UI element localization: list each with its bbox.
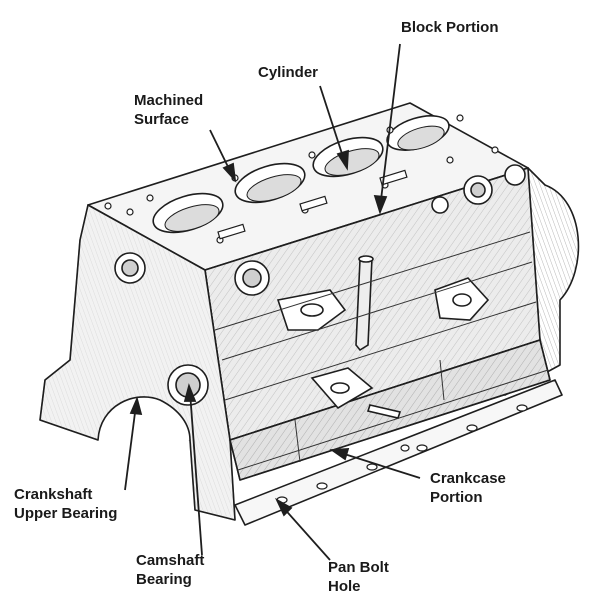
- crankshaft-bearing-saddle: [97, 396, 191, 441]
- leader-cylinder: [319, 85, 346, 164]
- leader-camshaft-bearing: [189, 391, 203, 556]
- label-camshaft-bearing: Camshaft Bearing: [136, 552, 205, 588]
- leader-lines: [124, 43, 421, 561]
- label-block-portion: Block Portion: [401, 19, 499, 36]
- label-cylinder: Cylinder: [258, 64, 319, 81]
- leader-block-portion: [379, 43, 401, 209]
- label-crankshaft-upper-bearing: Crankshaft Upper Bearing: [14, 486, 118, 522]
- leader-pan-bolt-hole: [280, 504, 331, 561]
- label-machined-surface: Machined Surface: [134, 92, 204, 128]
- pan-rail-flange: [234, 379, 563, 526]
- leader-crankshaft-upper-bearing: [124, 404, 137, 491]
- leader-crankcase-portion: [337, 451, 421, 479]
- label-crankcase-portion: Crankcase Portion: [430, 470, 506, 506]
- label-pan-bolt-hole: Pan Bolt Hole: [328, 559, 389, 595]
